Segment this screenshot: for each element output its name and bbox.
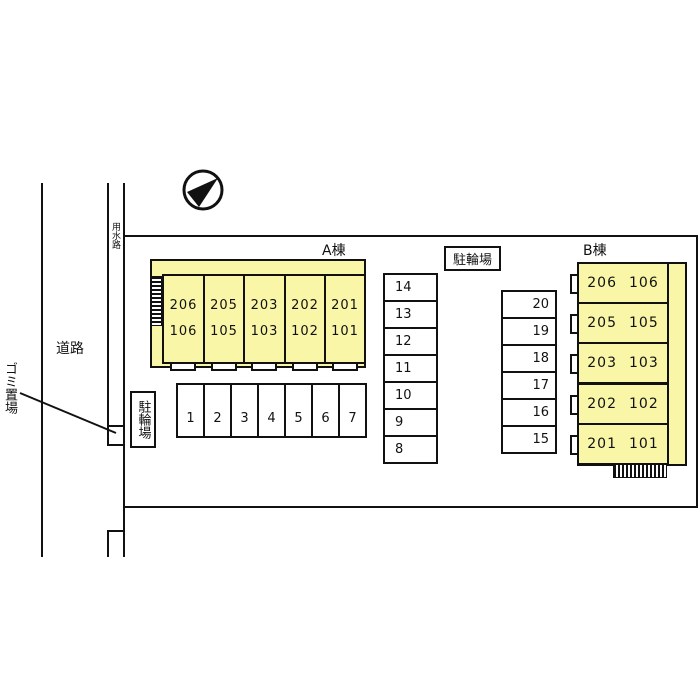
unit-number-lower: 105 xyxy=(629,315,659,332)
parking-number: 17 xyxy=(532,378,549,393)
unit-number-upper: 201 xyxy=(331,298,359,313)
parking-space: 8 xyxy=(383,435,438,464)
bicycle-parking-b: 駐輪場 xyxy=(444,246,501,271)
unit-a: 202 102 xyxy=(284,274,326,364)
unit-number-upper: 201 xyxy=(587,435,617,452)
unit-number-lower: 105 xyxy=(210,324,238,339)
unit-number-lower: 101 xyxy=(331,324,359,339)
unit-number-lower: 106 xyxy=(169,324,198,339)
unit-number-upper: 205 xyxy=(210,298,238,313)
balcony xyxy=(251,362,277,371)
parking-number: 19 xyxy=(532,324,549,339)
parking-number: 20 xyxy=(532,297,549,312)
parking-number: 18 xyxy=(532,351,549,366)
parking-space: 10 xyxy=(383,381,438,410)
parking-space: 7 xyxy=(338,383,367,438)
parking-number: 4 xyxy=(267,411,276,426)
parking-number: 11 xyxy=(395,361,412,376)
unit-a: 205 105 xyxy=(203,274,245,364)
parking-number: 14 xyxy=(395,280,412,295)
parking-space: 16 xyxy=(501,398,557,427)
parking-number: 12 xyxy=(395,334,412,349)
parking-space: 1 xyxy=(176,383,205,438)
unit-b: 201 101 xyxy=(577,422,669,465)
parking-number: 2 xyxy=(213,411,222,426)
parking-space: 18 xyxy=(501,344,557,373)
parking-number: 1 xyxy=(186,411,195,426)
unit-number-upper: 203 xyxy=(250,298,279,313)
building-b-label: B棟 xyxy=(583,243,607,259)
parking-number: 9 xyxy=(395,415,404,430)
waterway-edge-line xyxy=(107,183,109,426)
garbage-leader-line xyxy=(19,392,117,434)
unit-number-lower: 102 xyxy=(629,395,659,412)
unit-b: 202 102 xyxy=(577,382,669,425)
parking-space: 17 xyxy=(501,371,557,400)
road-edge-line xyxy=(41,183,43,557)
parking-space: 12 xyxy=(383,327,438,356)
waterway-label: 用水路 xyxy=(110,222,120,249)
parking-space: 4 xyxy=(257,383,286,438)
waterway-edge-line xyxy=(107,530,109,557)
unit-number-upper: 202 xyxy=(587,395,617,412)
road-label: 道路 xyxy=(56,341,84,357)
bicycle-parking-a: 駐輪場 xyxy=(130,391,156,448)
site-boundary xyxy=(124,235,698,508)
parking-space: 2 xyxy=(203,383,232,438)
parking-space: 3 xyxy=(230,383,259,438)
balcony xyxy=(570,354,579,375)
unit-number-upper: 202 xyxy=(291,298,319,313)
balcony xyxy=(332,362,358,371)
unit-number-lower: 102 xyxy=(291,324,319,339)
parking-space: 9 xyxy=(383,408,438,437)
unit-a: 203 103 xyxy=(243,274,286,364)
unit-number-upper: 203 xyxy=(587,355,617,372)
parking-number: 13 xyxy=(395,307,412,322)
parking-number: 3 xyxy=(240,411,249,426)
parking-number: 16 xyxy=(532,405,549,420)
unit-a: 201 101 xyxy=(324,274,366,364)
balcony xyxy=(570,274,579,294)
building-a-label: A棟 xyxy=(322,243,346,259)
parking-number: 7 xyxy=(348,411,357,426)
unit-number-upper: 206 xyxy=(587,275,617,291)
parking-number: 15 xyxy=(532,432,549,447)
balcony xyxy=(570,394,579,415)
parking-space: 11 xyxy=(383,354,438,383)
parking-number: 6 xyxy=(321,411,330,426)
unit-number-lower: 101 xyxy=(629,435,659,452)
unit-b: 203 103 xyxy=(577,342,669,385)
balcony xyxy=(570,314,579,335)
parking-space: 5 xyxy=(284,383,313,438)
parking-space: 14 xyxy=(383,273,438,302)
parking-space: 19 xyxy=(501,317,557,346)
north-arrow-icon xyxy=(182,169,224,211)
unit-number-lower: 106 xyxy=(629,275,659,291)
parking-number: 8 xyxy=(395,442,404,457)
parking-space: 15 xyxy=(501,425,557,454)
unit-a: 206 106 xyxy=(162,274,205,364)
building-a-stairs xyxy=(151,276,162,326)
parking-space: 13 xyxy=(383,300,438,329)
building-b-stairs xyxy=(613,463,667,478)
unit-number-lower: 103 xyxy=(250,324,279,339)
waterway-edge-line xyxy=(107,530,124,532)
balcony xyxy=(292,362,318,371)
unit-b: 205 105 xyxy=(577,302,669,345)
balcony xyxy=(570,434,579,455)
unit-number-lower: 103 xyxy=(629,355,659,372)
parking-space: 6 xyxy=(311,383,340,438)
waterway-edge-line xyxy=(123,183,125,557)
balcony xyxy=(170,362,196,371)
unit-number-upper: 206 xyxy=(169,298,198,313)
parking-space: 20 xyxy=(501,290,557,319)
garbage-label: ゴミ置場 xyxy=(2,362,17,414)
parking-number: 10 xyxy=(395,388,412,403)
unit-number-upper: 205 xyxy=(587,315,617,332)
unit-b: 206 106 xyxy=(577,262,669,304)
parking-number: 5 xyxy=(294,411,303,426)
balcony xyxy=(211,362,237,371)
